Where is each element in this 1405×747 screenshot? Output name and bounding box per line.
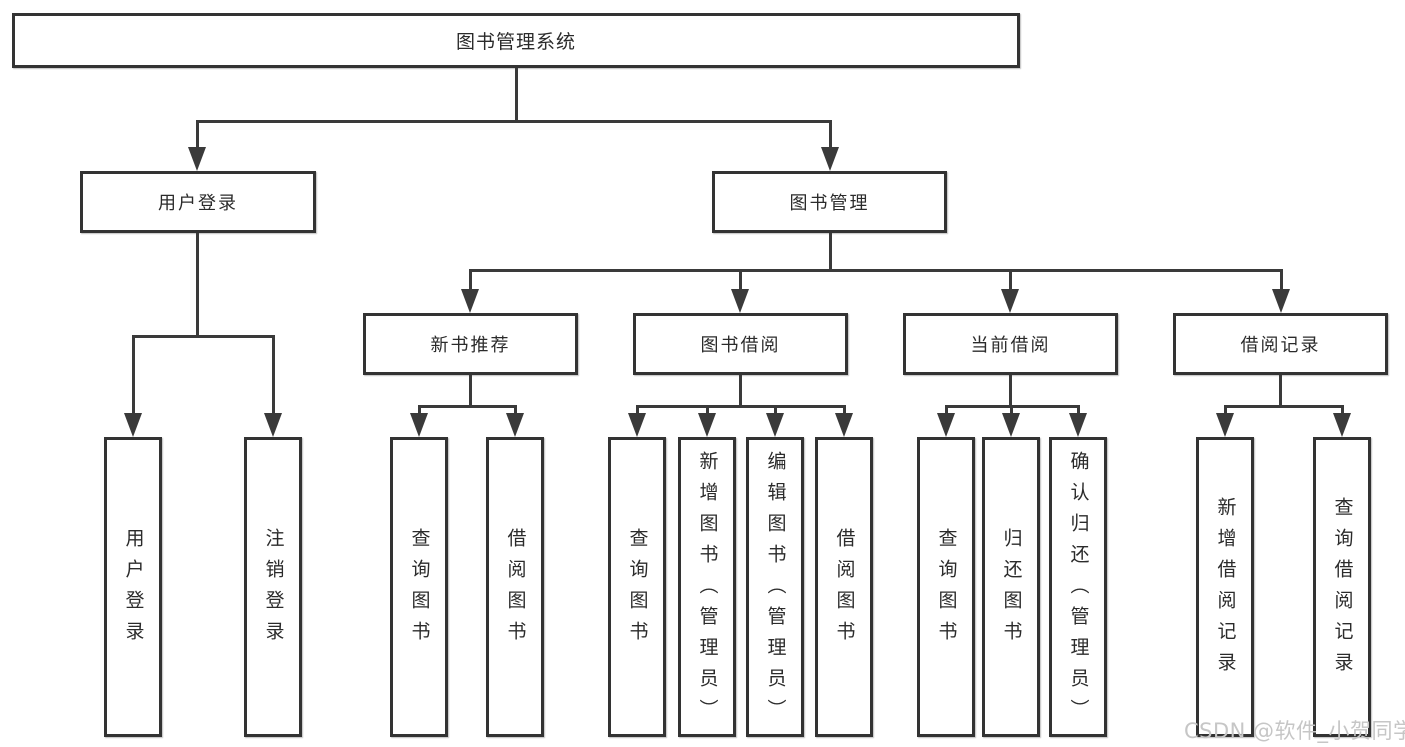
connector-line — [1010, 405, 1013, 416]
node-book-borrowing: 图书借阅 — [633, 313, 848, 375]
arrow-down-icon — [1272, 289, 1290, 313]
connector-line — [469, 269, 1283, 272]
arrow-down-icon — [1333, 413, 1351, 437]
leaf-user-login: 用户登录 — [104, 437, 162, 737]
arrow-down-icon — [264, 413, 282, 437]
arrow-down-icon — [821, 147, 839, 171]
connector-line — [196, 120, 832, 123]
connector-line — [1279, 375, 1282, 408]
arrow-down-icon — [1002, 413, 1020, 437]
connector-line — [1224, 405, 1344, 408]
arrow-down-icon — [698, 413, 716, 437]
connector-line — [1280, 269, 1283, 292]
connector-line — [196, 120, 199, 150]
leaf-query-books-borrowing: 查询图书 — [608, 437, 666, 737]
arrow-down-icon — [410, 413, 428, 437]
leaf-borrow-books-recommend: 借阅图书 — [486, 437, 544, 737]
connector-line — [196, 233, 199, 338]
arrow-down-icon — [731, 289, 749, 313]
arrow-down-icon — [1001, 289, 1019, 313]
connector-line — [945, 405, 948, 416]
connector-line — [636, 405, 846, 408]
connector-line — [706, 405, 709, 416]
connector-line — [1009, 375, 1012, 408]
connector-line — [1341, 405, 1344, 416]
connector-line — [469, 375, 472, 408]
connector-line — [739, 269, 742, 292]
leaf-confirm-return-admin: 确认归还（管理员） — [1049, 437, 1107, 737]
arrow-down-icon — [188, 147, 206, 171]
node-user-login-branch: 用户登录 — [80, 171, 316, 233]
arrow-down-icon — [506, 413, 524, 437]
arrow-down-icon — [1216, 413, 1234, 437]
connector-line — [418, 405, 517, 408]
node-book-management: 图书管理 — [712, 171, 947, 233]
leaf-query-books-recommend: 查询图书 — [390, 437, 448, 737]
connector-line — [774, 405, 777, 416]
watermark: CSDN @软件_小贺同学 — [1184, 719, 1405, 743]
arrow-down-icon — [1069, 413, 1087, 437]
connector-line — [132, 335, 135, 415]
connector-line — [1077, 405, 1080, 416]
leaf-add-book-admin: 新增图书（管理员） — [678, 437, 736, 737]
connector-line — [469, 269, 472, 292]
node-root: 图书管理系统 — [12, 13, 1020, 68]
node-new-book-recommend: 新书推荐 — [363, 313, 578, 375]
arrow-down-icon — [628, 413, 646, 437]
connector-line — [418, 405, 421, 416]
connector-line — [132, 335, 275, 338]
leaf-borrow-books-borrowing: 借阅图书 — [815, 437, 873, 737]
connector-line — [515, 68, 518, 123]
leaf-return-book: 归还图书 — [982, 437, 1040, 737]
arrow-down-icon — [835, 413, 853, 437]
leaf-logout: 注销登录 — [244, 437, 302, 737]
arrow-down-icon — [766, 413, 784, 437]
node-borrow-records: 借阅记录 — [1173, 313, 1388, 375]
connector-line — [272, 335, 275, 415]
node-current-borrowing: 当前借阅 — [903, 313, 1118, 375]
arrow-down-icon — [937, 413, 955, 437]
connector-line — [829, 233, 832, 272]
connector-line — [1009, 269, 1012, 292]
connector-line — [739, 375, 742, 408]
leaf-edit-book-admin: 编辑图书（管理员） — [746, 437, 804, 737]
leaf-query-borrow-record: 查询借阅记录 — [1313, 437, 1371, 737]
arrow-down-icon — [461, 289, 479, 313]
leaf-add-borrow-record: 新增借阅记录 — [1196, 437, 1254, 737]
connector-line — [514, 405, 517, 416]
leaf-query-books-current: 查询图书 — [917, 437, 975, 737]
connector-line — [636, 405, 639, 416]
connector-line — [829, 120, 832, 150]
connector-line — [843, 405, 846, 416]
connector-line — [1224, 405, 1227, 416]
arrow-down-icon — [124, 413, 142, 437]
